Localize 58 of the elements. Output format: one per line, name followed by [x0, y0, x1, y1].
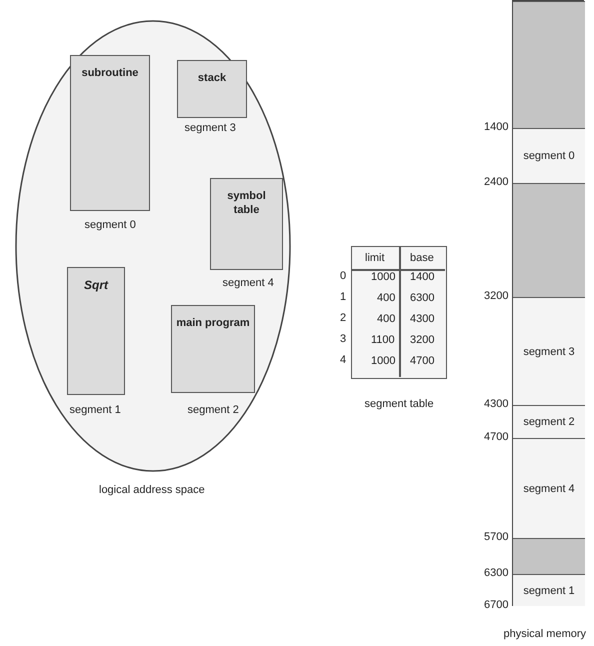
segment-caption: segment 2 [188, 404, 239, 416]
address-label: 6700 [484, 599, 508, 611]
table-cell: 400 [377, 292, 396, 304]
row-index: 2 [340, 312, 346, 324]
table-cell: 4700 [410, 355, 434, 367]
table-header: limit [365, 252, 385, 264]
segment-name: stack [196, 71, 228, 86]
free-memory-band [513, 183, 585, 297]
table-cell: 1000 [371, 271, 396, 283]
table-cell: 400 [377, 313, 396, 325]
segment-band [513, 574, 585, 606]
address-label: 5700 [484, 531, 508, 543]
segment-label: segment 0 [522, 150, 576, 162]
segment-box [171, 305, 255, 393]
segment-label: segment 2 [522, 416, 576, 428]
segment-name: Sqrt [83, 278, 110, 294]
segment-band [513, 297, 585, 405]
segment-name: symbol table [226, 189, 267, 218]
segment-name: main program [176, 316, 250, 330]
row-index: 3 [340, 333, 346, 345]
table-cell: 1400 [410, 271, 434, 283]
segment-label: segment 1 [522, 584, 576, 596]
table-cell: 4300 [410, 313, 434, 325]
address-space-ellipse [15, 20, 291, 472]
address-label: 1400 [484, 121, 508, 133]
segment-band [513, 405, 585, 438]
segment-label: segment 3 [522, 346, 576, 358]
table-cell: 6300 [410, 292, 434, 304]
table-caption: segment table [364, 398, 434, 410]
segment-box [177, 60, 247, 118]
address-label: 4300 [484, 398, 508, 410]
address-label: 3200 [484, 290, 508, 302]
row-index: 0 [340, 270, 346, 282]
segment-caption: segment 4 [222, 277, 274, 289]
address-label: 4700 [484, 431, 508, 443]
segment-label: segment 4 [522, 482, 576, 494]
table-header: base [410, 252, 434, 264]
row-index: 1 [340, 291, 346, 303]
segment-caption: segment 0 [84, 219, 136, 231]
row-index: 4 [340, 354, 346, 366]
segment-box [210, 178, 283, 270]
segment-box [70, 55, 150, 211]
diagram-caption: logical address space [99, 484, 205, 496]
free-memory-band [513, 538, 585, 574]
table-cell: 1100 [371, 334, 395, 346]
address-label: 2400 [484, 176, 508, 188]
address-label: 6300 [484, 567, 508, 579]
segment-caption: segment 1 [70, 404, 121, 416]
segment-name: subroutine [80, 66, 140, 80]
memory-column [512, 0, 584, 606]
free-memory-band [513, 1, 585, 128]
table-cell: 3200 [410, 334, 434, 346]
segment-caption: segment 3 [184, 122, 236, 134]
segment-band [513, 128, 585, 183]
diagram-caption: physical memory [504, 628, 586, 640]
segment-band [513, 438, 585, 538]
table-cell: 1000 [371, 355, 396, 367]
segment-box [67, 267, 125, 395]
